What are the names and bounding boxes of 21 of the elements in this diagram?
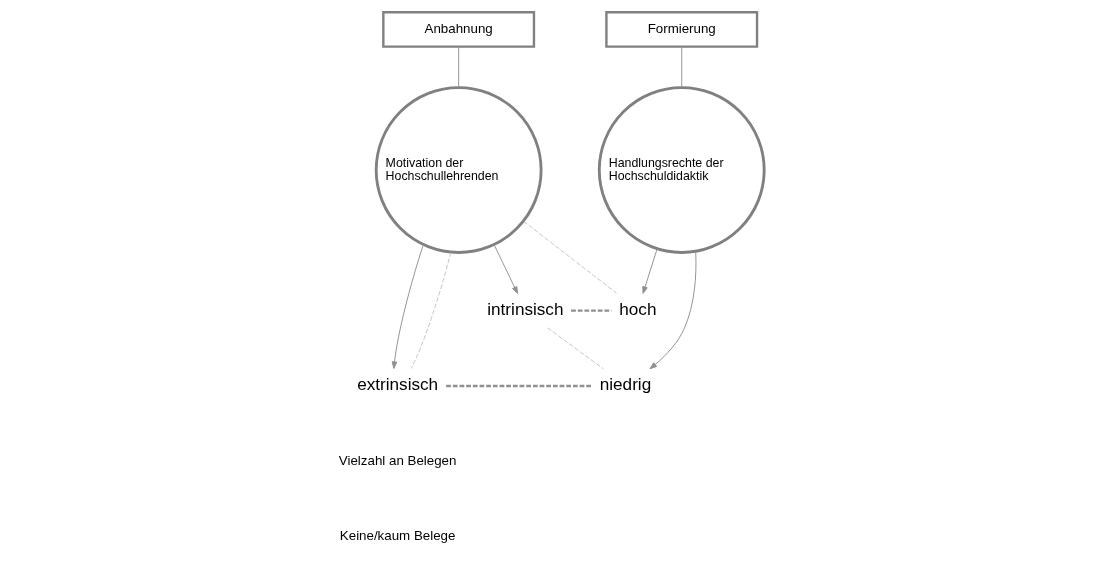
connector [523,220,617,294]
node-circle: Handlungsrechte der Hochschuldidaktik [597,86,766,254]
connector [410,251,452,369]
arrow [642,248,658,294]
arrow [649,251,697,370]
node-circle: Motivation der Hochschullehrenden [374,86,543,254]
connector [446,384,593,388]
connector [547,327,604,370]
legend-label: Keine/kaum Belege [339,528,456,544]
node-box: Formierung [605,11,759,48]
node-text: intrinsisch [487,298,564,319]
node-text: extrinsisch [357,374,439,395]
arrow [493,244,519,294]
legend-label: Vielzahl an Belegen [338,452,457,468]
connector [681,46,683,88]
connector [571,309,612,312]
node-text: niedrig [599,374,652,395]
connector [458,46,460,88]
node-box: Anbahnung [382,11,536,48]
arrow [391,244,424,369]
node-text: hoch [619,298,657,319]
